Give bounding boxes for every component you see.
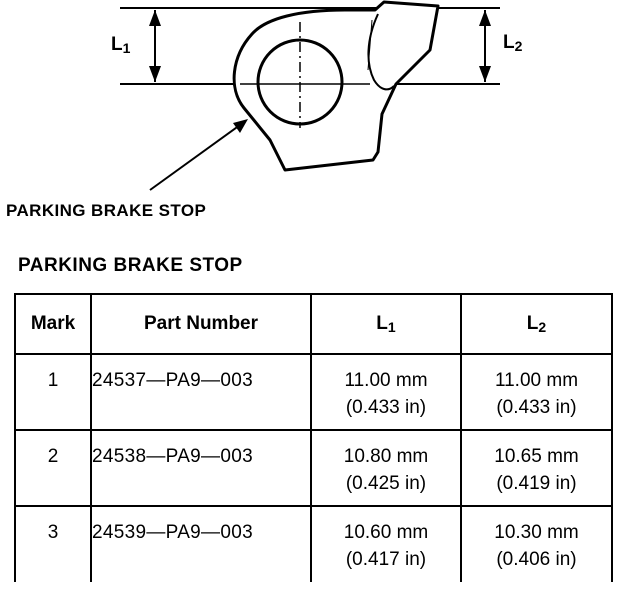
table-row: 1 24537—PA9—003 11.00 mm (0.433 in) 11.0… [14, 353, 613, 431]
l1-mm: 10.80 mm [343, 446, 429, 467]
header-mark: Mark [14, 293, 92, 355]
cell-mark: 2 [14, 429, 92, 507]
parts-table: Mark Part Number L1 L2 1 24537—PA9—003 1… [14, 293, 613, 582]
l2-mm: 11.00 mm [494, 370, 579, 391]
l1-mm: 10.60 mm [343, 522, 429, 543]
l2-in: (0.419 in) [496, 473, 577, 494]
l2-dimension-arrow [479, 10, 491, 82]
l1-dimension-arrow [149, 10, 161, 82]
stop-inner-edge [367, 19, 373, 71]
table-header-row: Mark Part Number L1 L2 [14, 293, 613, 355]
l2-label: L2 [503, 32, 523, 54]
cell-l2: 10.65 mm (0.419 in) [460, 429, 613, 507]
cell-l1: 10.80 mm (0.425 in) [310, 429, 462, 507]
l1-in: (0.417 in) [345, 549, 427, 570]
l2-in: (0.433 in) [496, 397, 577, 418]
cell-l2: 11.00 mm (0.433 in) [460, 353, 613, 431]
callout-label: PARKING BRAKE STOP [6, 201, 206, 220]
cell-l1: 10.60 mm (0.417 in) [310, 505, 462, 582]
parking-brake-stop-diagram: L1 L2 PARKING BRAKE STOP [6, 0, 523, 220]
cell-part-number: 24539—PA9—003 [90, 505, 312, 582]
l2-mm: 10.30 mm [494, 522, 579, 543]
cell-l2: 10.30 mm (0.406 in) [460, 505, 613, 582]
header-part-number: Part Number [90, 293, 312, 355]
l2-mm: 10.65 mm [494, 446, 579, 467]
l2-in: (0.406 in) [496, 549, 577, 570]
table-row: 3 24539—PA9—003 10.60 mm (0.417 in) 10.3… [14, 505, 613, 582]
table-title: PARKING BRAKE STOP [18, 255, 243, 276]
cell-part-number: 24538—PA9—003 [90, 429, 312, 507]
callout-leader-arrow [149, 119, 248, 191]
l1-mm: 11.00 mm [344, 370, 428, 391]
cell-part-number: 24537—PA9—003 [90, 353, 312, 431]
l1-in: (0.425 in) [345, 473, 427, 494]
table-row: 2 24538—PA9—003 10.80 mm (0.425 in) 10.6… [14, 429, 613, 507]
cell-mark: 3 [14, 505, 92, 582]
cell-l1: 11.00 mm (0.433 in) [310, 353, 462, 431]
cell-mark: 1 [14, 353, 92, 431]
header-l2: L2 [460, 293, 613, 355]
header-l1: L1 [310, 293, 462, 355]
l1-in: (0.433 in) [345, 397, 427, 418]
l1-label: L1 [111, 34, 131, 56]
